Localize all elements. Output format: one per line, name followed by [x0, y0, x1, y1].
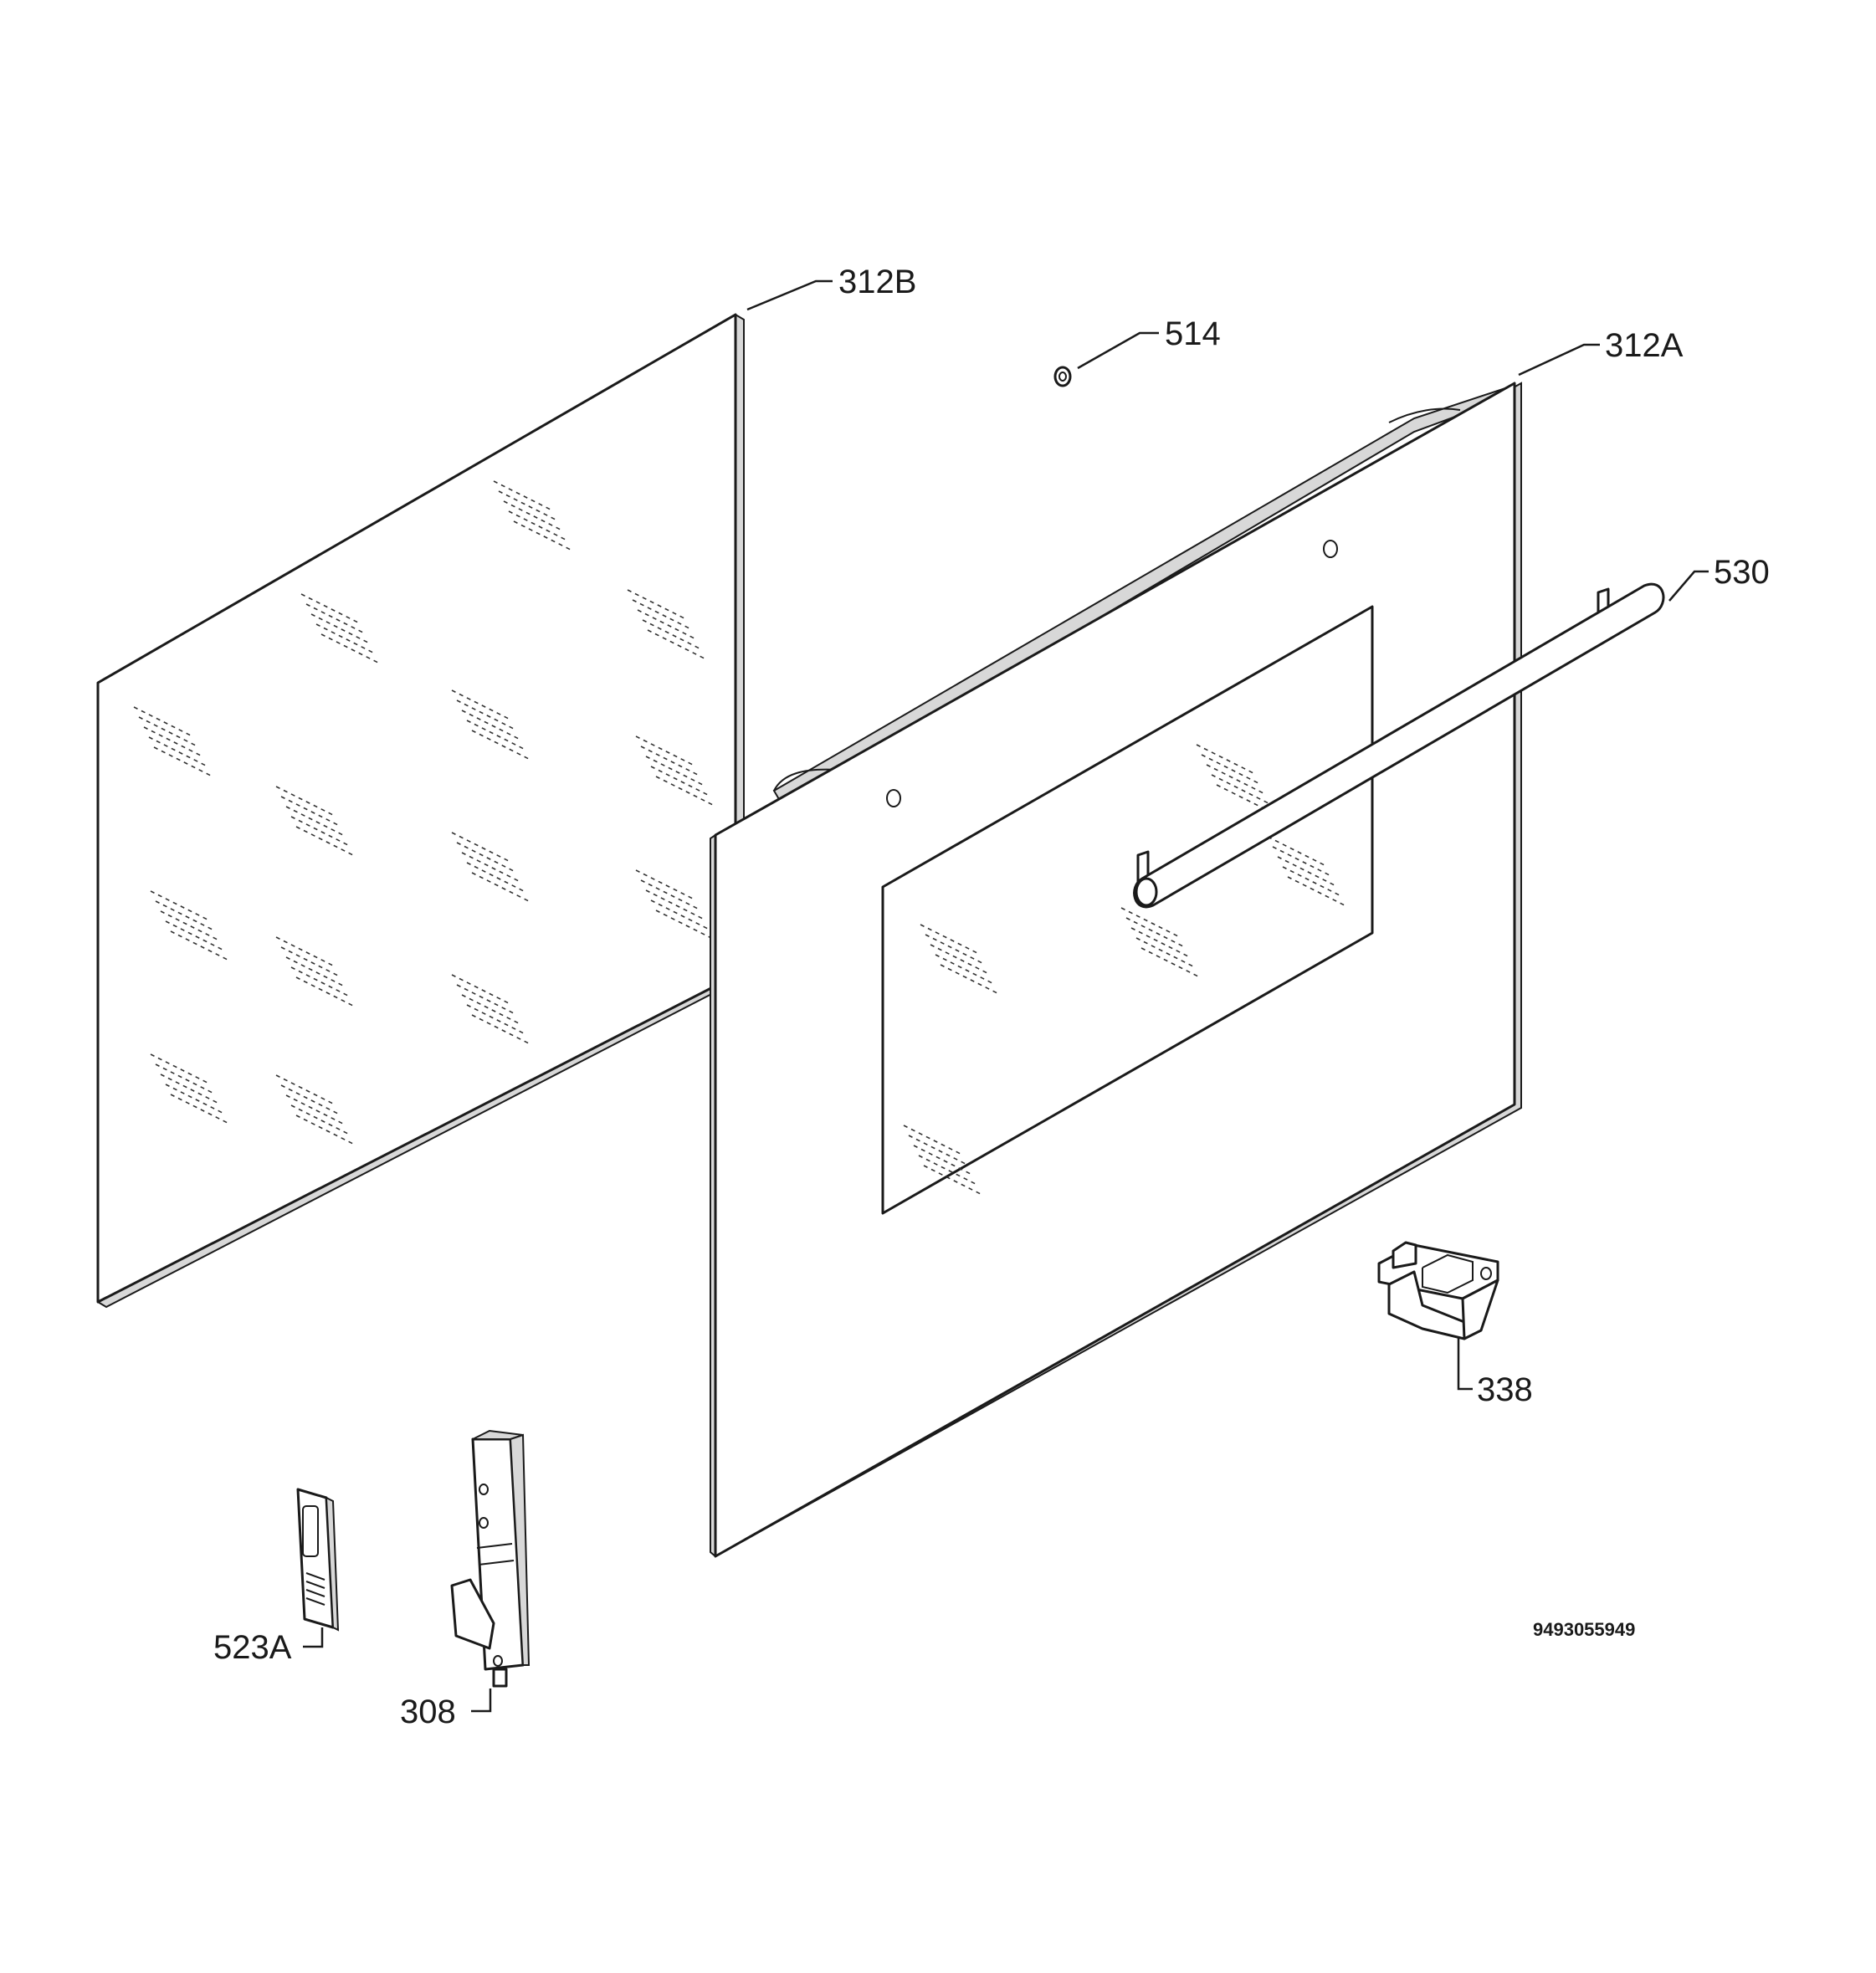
callout-312B: 312B — [838, 264, 916, 300]
hinge-receiver — [1377, 1241, 1499, 1340]
outer-door-panel — [710, 382, 1522, 1558]
callout-308: 308 — [400, 1694, 456, 1730]
door-window — [881, 605, 1374, 1215]
leader-308 — [471, 1689, 492, 1713]
screw-hole-right — [1323, 540, 1338, 558]
drawing-number: 9493055949 — [1533, 1619, 1635, 1640]
callout-514: 514 — [1165, 315, 1221, 352]
leader-514 — [1077, 331, 1159, 370]
leader-312B — [746, 279, 833, 311]
inner-glass-pane — [96, 313, 745, 1309]
callout-338: 338 — [1477, 1371, 1533, 1408]
screw-hole-left — [886, 789, 901, 807]
hinge — [450, 1429, 531, 1688]
leader-523A — [303, 1627, 324, 1648]
leader-530 — [1668, 570, 1709, 602]
screw-part — [1053, 366, 1072, 387]
leader-338 — [1457, 1337, 1473, 1391]
callout-530: 530 — [1714, 554, 1770, 591]
hinge-cover — [296, 1488, 340, 1632]
leader-312A — [1518, 343, 1600, 377]
callout-523A: 523A — [213, 1629, 292, 1666]
callout-312A: 312A — [1605, 327, 1684, 364]
door-handle — [1133, 582, 1665, 909]
